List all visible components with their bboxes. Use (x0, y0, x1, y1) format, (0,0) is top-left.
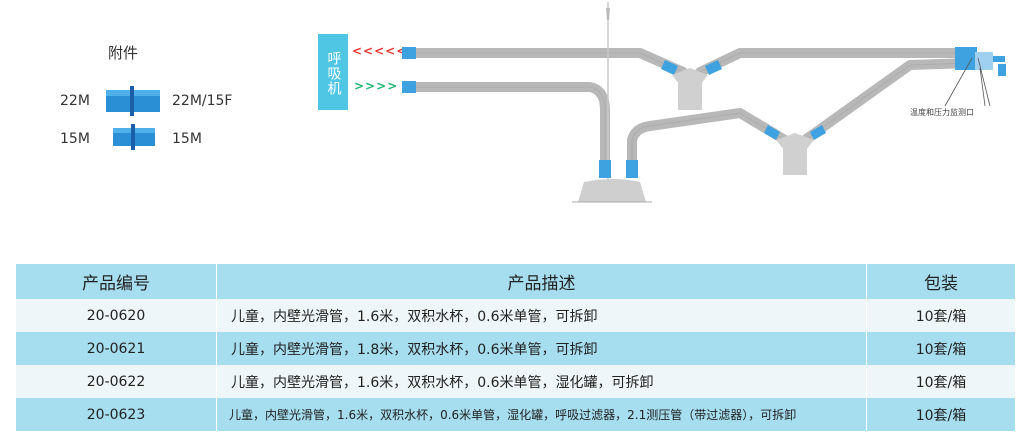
connector-22m-right-label: 22M/15F (172, 93, 233, 109)
product-description: 儿童，内壁光滑管，1.6米，双积水杯，0.6米单管，湿化罐，可拆卸 (216, 365, 867, 398)
product-description: 儿童，内壁光滑管，1.6米，双积水杯，0.6米单管，湿化罐，呼吸过滤器，2.1测… (216, 398, 867, 431)
product-code: 20-0621 (15, 332, 217, 365)
humidifier-out-tube (627, 58, 975, 170)
table-row: 20-0621 儿童，内壁光滑管，1.8米，双积水杯，0.6米单管，可拆卸 10… (15, 332, 1015, 365)
connector-icons (106, 86, 160, 150)
connector-22m-icon (106, 86, 160, 116)
product-code: 20-0622 (15, 365, 217, 398)
inhale-tube (405, 82, 610, 170)
monitoring-port-label: 温度和压力监测口 (910, 108, 974, 117)
product-description: 儿童，内壁光滑管，1.8米，双积水杯，0.6米单管，可拆卸 (216, 332, 867, 365)
probe-pointer-lines (944, 57, 991, 107)
product-description: 儿童，内壁光滑管，1.6米，双积水杯，0.6米单管，可拆卸 (216, 299, 867, 332)
table-row: 20-0622 儿童，内壁光滑管，1.6米，双积水杯，0.6米单管，湿化罐，可拆… (15, 365, 1015, 398)
connector-22m-left-label: 22M (60, 93, 90, 109)
product-package: 10套/箱 (866, 332, 1015, 365)
exhale-arrows: <<<<< (352, 44, 408, 58)
product-code: 20-0620 (15, 299, 217, 332)
circuit-diagram (402, 2, 1006, 203)
connector-15m-left-label: 15M (60, 131, 90, 147)
header-code: 产品编号 (15, 264, 217, 299)
product-package: 10套/箱 (866, 365, 1015, 398)
header-description: 产品描述 (216, 264, 867, 299)
product-package: 10套/箱 (866, 398, 1015, 431)
accessories-title: 附件 (108, 44, 139, 62)
product-code: 20-0623 (15, 398, 217, 431)
connector-15m-icon (113, 124, 155, 150)
table-header: 产品编号 产品描述 包装 (15, 264, 1015, 299)
product-table: 产品编号 产品描述 包装 20-0620 儿童，内壁光滑管，1.6米，双积水杯，… (15, 264, 1015, 431)
table-row: 20-0620 儿童，内壁光滑管，1.6米，双积水杯，0.6米单管，可拆卸 10… (15, 299, 1015, 332)
connector-15m-right-label: 15M (172, 131, 202, 147)
product-package: 10套/箱 (866, 299, 1015, 332)
tube-cuffs (402, 47, 1006, 178)
ventilator-box: 呼吸机 (318, 34, 348, 110)
humidifier (572, 179, 652, 203)
header-package: 包装 (866, 264, 1015, 299)
table-row: 20-0623 儿童，内壁光滑管，1.6米，双积水杯，0.6米单管，湿化罐，呼吸… (15, 398, 1015, 431)
water-traps (672, 68, 814, 175)
inhale-arrows: >>>> (354, 79, 399, 93)
